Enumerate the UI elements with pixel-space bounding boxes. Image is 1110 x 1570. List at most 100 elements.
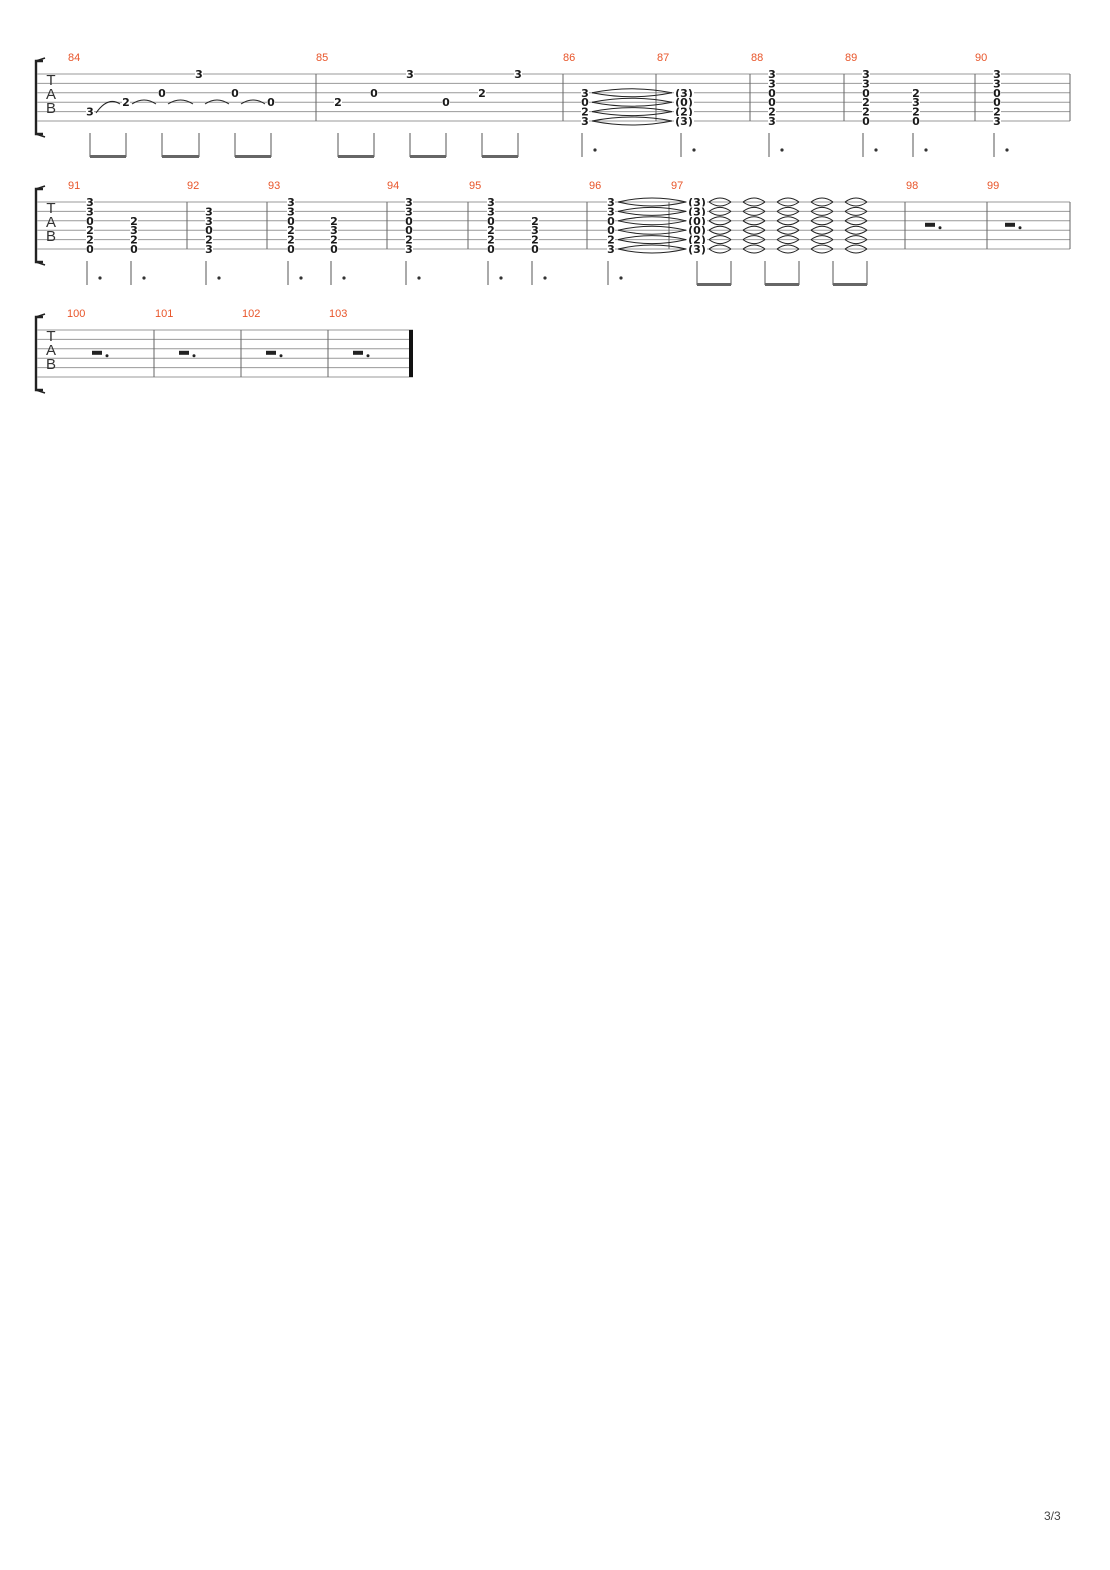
fret-mask bbox=[86, 225, 94, 236]
fret-number: 3 bbox=[581, 87, 589, 100]
measure-number: 102 bbox=[242, 308, 260, 320]
fret-mask bbox=[287, 215, 295, 226]
fret-mask bbox=[330, 215, 338, 226]
fret-number: 0 bbox=[370, 87, 378, 100]
fret-mask bbox=[674, 97, 694, 108]
slur bbox=[617, 239, 687, 245]
fret-mask bbox=[287, 234, 295, 245]
slur bbox=[844, 201, 868, 207]
slur bbox=[617, 235, 687, 241]
fret-number: 2 bbox=[122, 96, 130, 109]
fret-mask bbox=[768, 106, 776, 117]
fret-mask bbox=[86, 234, 94, 245]
fret-mask bbox=[912, 116, 920, 126]
fret-mask bbox=[86, 106, 94, 117]
slur bbox=[810, 220, 834, 226]
fret-number: 3 bbox=[195, 68, 203, 81]
fret-mask bbox=[862, 97, 870, 108]
beam bbox=[833, 283, 867, 286]
fret-mask bbox=[205, 206, 213, 217]
bracket-hook bbox=[35, 185, 46, 190]
slur bbox=[708, 206, 732, 212]
fret-number: 3 bbox=[130, 224, 138, 237]
fret-number: 3 bbox=[768, 68, 776, 81]
fret-mask bbox=[674, 106, 694, 117]
fret-mask bbox=[674, 116, 694, 126]
slur bbox=[742, 244, 766, 250]
measure-number: 90 bbox=[975, 52, 987, 64]
slur bbox=[708, 220, 732, 226]
fret-number: 0 bbox=[993, 87, 1001, 100]
bracket-hook bbox=[35, 133, 46, 138]
fret-mask bbox=[862, 69, 870, 79]
slur bbox=[708, 229, 732, 235]
fret-number: 3 bbox=[86, 196, 94, 209]
beam bbox=[338, 155, 374, 158]
fret-mask bbox=[86, 215, 94, 226]
fret-mask bbox=[205, 215, 213, 226]
fret-number: 3 bbox=[768, 115, 776, 128]
slur bbox=[742, 225, 766, 231]
dot bbox=[98, 276, 102, 280]
tab-clef-letter: B bbox=[46, 356, 56, 373]
fret-mask bbox=[130, 234, 138, 245]
fret-mask bbox=[231, 87, 239, 98]
fret-mask bbox=[581, 106, 589, 117]
slur bbox=[591, 88, 673, 94]
slur bbox=[776, 206, 800, 212]
fret-number: 0 bbox=[405, 215, 413, 228]
slur bbox=[844, 225, 868, 231]
slur bbox=[591, 101, 673, 107]
slur bbox=[708, 244, 732, 250]
fret-number: 0 bbox=[862, 87, 870, 100]
bracket-hook bbox=[35, 261, 46, 266]
fret-number: 2 bbox=[334, 96, 342, 109]
dot bbox=[217, 276, 221, 280]
fret-number: 2 bbox=[487, 224, 495, 237]
fret-number: 3 bbox=[514, 68, 522, 81]
slur bbox=[617, 201, 687, 207]
slur bbox=[742, 235, 766, 241]
fret-mask bbox=[205, 225, 213, 236]
fret-mask bbox=[330, 225, 338, 236]
slur bbox=[776, 248, 800, 254]
fret-mask bbox=[405, 234, 413, 245]
slur bbox=[708, 239, 732, 245]
slur bbox=[776, 197, 800, 203]
slur bbox=[742, 248, 766, 254]
slur bbox=[844, 239, 868, 245]
fret-number: 3 bbox=[287, 196, 295, 209]
system-bracket bbox=[34, 59, 43, 136]
fret-mask bbox=[330, 244, 338, 254]
fret-number: 3 bbox=[405, 243, 413, 256]
beam bbox=[90, 155, 126, 158]
fret-number: (2) bbox=[675, 106, 693, 119]
tab-clef-letter: T bbox=[46, 200, 55, 217]
measure-number: 91 bbox=[68, 180, 80, 192]
fret-number: 2 bbox=[478, 87, 486, 100]
measure-number: 96 bbox=[589, 180, 601, 192]
fret-number: 2 bbox=[86, 224, 94, 237]
slur bbox=[708, 210, 732, 216]
dot bbox=[780, 148, 784, 152]
dot bbox=[299, 276, 303, 280]
fret-number: (2) bbox=[688, 234, 706, 247]
slur bbox=[617, 206, 687, 212]
slur bbox=[240, 99, 266, 105]
half-rest bbox=[179, 350, 189, 355]
fret-mask bbox=[607, 197, 615, 207]
fret-mask bbox=[130, 225, 138, 236]
fret-mask bbox=[607, 244, 615, 254]
fret-number: (3) bbox=[688, 196, 706, 209]
fret-number: 0 bbox=[86, 215, 94, 228]
fret-mask bbox=[478, 87, 486, 98]
slur bbox=[776, 239, 800, 245]
fret-mask bbox=[205, 244, 213, 254]
measure-number: 89 bbox=[845, 52, 857, 64]
slur bbox=[617, 197, 687, 203]
fret-number: 0 bbox=[607, 224, 615, 237]
slur bbox=[204, 99, 230, 105]
beam bbox=[162, 155, 199, 158]
fret-number: 2 bbox=[862, 106, 870, 119]
fret-mask bbox=[912, 106, 920, 117]
